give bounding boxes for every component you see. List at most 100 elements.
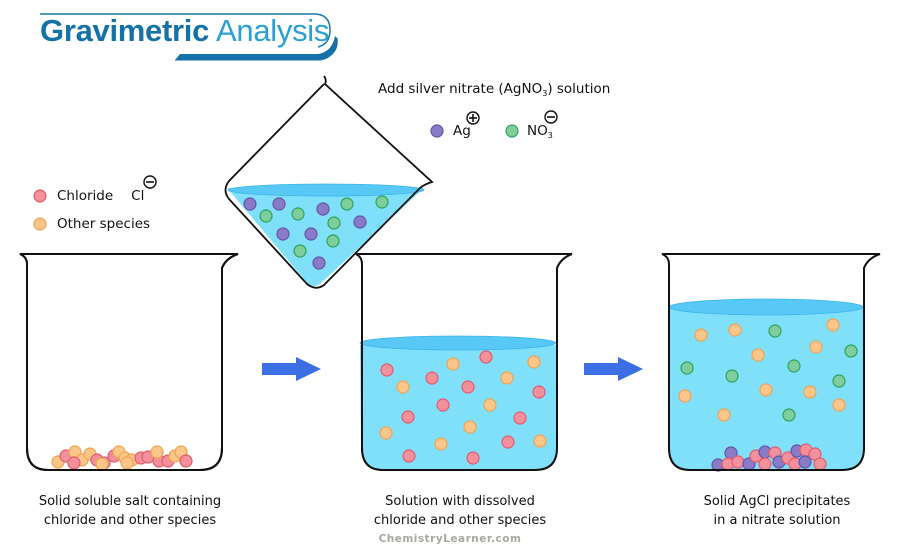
chloride-ion (402, 449, 416, 463)
other-species-particle (533, 434, 547, 448)
nitrate-ion (326, 234, 340, 248)
chloride-ion (380, 363, 394, 377)
nitrate-charge-minus-icon (544, 110, 558, 124)
nitrate-ion (782, 408, 796, 422)
beaker-3 (661, 253, 881, 472)
nitrate-ion (505, 124, 519, 138)
other-species-particle (120, 456, 134, 470)
chloride-symbol: Cl (131, 188, 145, 204)
legend-nitrate-label: NO3 (527, 123, 553, 140)
step-3-caption-line-2: in a nitrate solution (713, 513, 841, 528)
silver-ion (276, 227, 290, 241)
silver-ion (316, 202, 330, 216)
chloride-label-text: Chloride (57, 188, 114, 204)
chloride-ion (33, 189, 47, 203)
nitrate-ion (725, 369, 739, 383)
beaker-3-particles (678, 318, 858, 472)
silver-ion (304, 227, 318, 241)
nitrate-ion (787, 359, 801, 373)
nitrate-ion (291, 207, 305, 221)
chloride-charge-minus-icon (143, 175, 157, 189)
title-banner-frame (40, 13, 338, 61)
nitrate-ion (680, 361, 694, 375)
other-species-particle (826, 318, 840, 332)
nitrate-ion (844, 344, 858, 358)
silver-charge-plus-icon (466, 111, 480, 125)
charge-symbols (143, 110, 558, 189)
chloride-ion (731, 455, 745, 469)
step-3-caption-line-1: Solid AgCl precipitates (703, 494, 851, 509)
chloride-ion (479, 350, 493, 364)
nitrate-ion (375, 195, 389, 209)
other-species-particle (728, 323, 742, 337)
other-species-particle (483, 398, 497, 412)
title-part-light: Analysis (216, 13, 330, 48)
other-species-particle (434, 437, 448, 451)
pouring-beaker (224, 75, 434, 289)
silver-ion (353, 215, 367, 229)
other-species-particle (527, 355, 541, 369)
chloride-ion (532, 385, 546, 399)
legend-silver-label: Ag (453, 123, 471, 139)
chloride-ion (501, 435, 515, 449)
step-2-caption-line-2: chloride and other species (373, 513, 547, 528)
legend-other-species-label: Other species (57, 216, 150, 232)
silver-ion (312, 256, 326, 270)
step-2-caption-line-1: Solution with dissolved (385, 494, 535, 509)
chloride-ion (466, 451, 480, 465)
other-species-particle (379, 426, 393, 440)
pouring-beaker-particles (243, 195, 389, 270)
chloride-ion (179, 454, 193, 468)
chloride-ion (401, 410, 415, 424)
other-species-particle (678, 389, 692, 403)
reagent-instruction-subscript: 3 (542, 89, 548, 98)
step-2-caption: Solution with dissolved chloride and oth… (330, 492, 590, 530)
other-species-label-text: Other species (57, 216, 151, 232)
nitrate-ion (768, 324, 782, 338)
arrow-1-icon (262, 357, 321, 381)
reagent-instruction: Add silver nitrate (AgNO3) solution (378, 81, 610, 98)
other-species-particle (809, 340, 823, 354)
chloride-ion (461, 380, 475, 394)
nitrate-ion (340, 197, 354, 211)
silver-label-text: Ag (453, 123, 471, 139)
other-species-particle (694, 328, 708, 342)
chloride-ion (67, 456, 81, 470)
credit-watermark: ChemistryLearner.com (378, 533, 522, 545)
nitrate-subscript: 3 (547, 131, 553, 140)
other-species-particle (396, 380, 410, 394)
pouring-beaker-liquid-surface (227, 183, 425, 197)
reagent-instruction-suffix: ) solution (547, 81, 611, 97)
silver-ion (798, 455, 812, 469)
beaker-1 (19, 253, 239, 471)
other-species-particle (150, 445, 164, 459)
other-species-particle (95, 457, 109, 471)
silver-ion (243, 197, 257, 211)
other-species-particle (463, 420, 477, 434)
title-part-bold: Gravimetric (40, 13, 210, 48)
legend-chloride-label: Chloride Cl (57, 188, 144, 204)
other-species-particle (446, 357, 460, 371)
beaker-1-particles (51, 445, 193, 471)
other-species-particle (33, 217, 47, 231)
chloride-ion (436, 398, 450, 412)
chloride-ion (758, 457, 772, 471)
beaker-3-liquid-surface (668, 298, 864, 316)
reagent-instruction-prefix: Add silver nitrate (AgNO (378, 81, 543, 97)
beaker-2 (355, 253, 573, 471)
beaker-2-particles (379, 350, 547, 465)
other-species-particle (500, 371, 514, 385)
other-species-particle (751, 348, 765, 362)
silver-ion (430, 124, 444, 138)
legend-dots (33, 124, 519, 231)
silver-ion (272, 197, 286, 211)
nitrate-ion (259, 209, 273, 223)
chloride-ion (813, 457, 827, 471)
other-species-particle (832, 398, 846, 412)
chloride-ion (513, 411, 527, 425)
nitrate-ion (832, 374, 846, 388)
